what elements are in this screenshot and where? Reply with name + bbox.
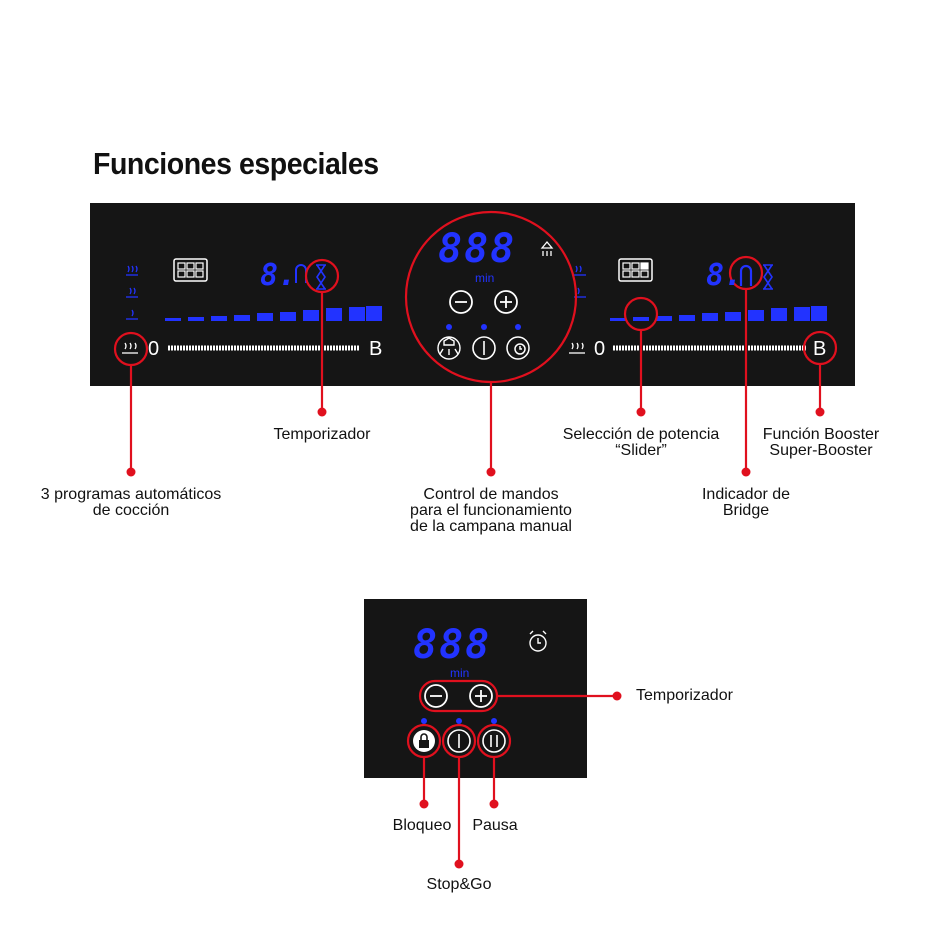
callout-line: “Slider” bbox=[615, 442, 667, 459]
callout-label-bottom-timer: Temporizador bbox=[636, 687, 733, 704]
callout-line: para el funcionamiento bbox=[410, 502, 572, 519]
callout-line: de cocción bbox=[92, 502, 170, 519]
hood-plus-button[interactable] bbox=[494, 290, 518, 314]
power-slider-left[interactable] bbox=[165, 306, 382, 321]
program-steam-icons[interactable] bbox=[126, 265, 138, 320]
right-scale-start: 0 bbox=[594, 338, 606, 360]
hood-time-display: 888 bbox=[438, 226, 517, 272]
callout-line: Indicador de bbox=[701, 486, 791, 503]
callout-dots-bottom bbox=[419, 691, 622, 869]
callout-markers-top bbox=[113, 210, 838, 470]
timer-control-panel bbox=[364, 599, 587, 778]
timer-plus-button[interactable] bbox=[469, 684, 493, 708]
lock-button[interactable] bbox=[413, 730, 435, 752]
callout-line: 3 programas automáticos bbox=[40, 486, 222, 503]
hood-fan-icon bbox=[540, 240, 554, 256]
callout-label-pause: Pausa bbox=[472, 817, 518, 834]
pause-button[interactable] bbox=[482, 729, 506, 753]
page-title: Funciones especiales bbox=[93, 146, 379, 181]
timer-minus-button[interactable] bbox=[424, 684, 448, 708]
callout-line: Bridge bbox=[722, 502, 770, 519]
hood-time-unit: min bbox=[475, 271, 495, 285]
alarm-clock-icon bbox=[529, 630, 547, 652]
callout-markers-bottom bbox=[406, 679, 615, 862]
program-pot-icon-right[interactable] bbox=[569, 342, 585, 354]
program-pot-icon[interactable] bbox=[122, 342, 138, 354]
left-scale-start: 0 bbox=[148, 338, 160, 360]
callout-line: Función Booster bbox=[762, 426, 880, 443]
hood-timer-button[interactable] bbox=[506, 336, 530, 360]
hood-indicator-dots bbox=[446, 324, 521, 330]
callout-line: Super-Booster bbox=[769, 442, 873, 459]
right-zone-digit: 8. bbox=[706, 258, 743, 293]
bottom-indicator-dots bbox=[421, 718, 497, 724]
timer-display: 888 bbox=[413, 622, 492, 668]
callout-dots-top bbox=[126, 407, 825, 477]
hood-lamp-icon[interactable] bbox=[437, 336, 461, 360]
callout-label-slider: Selección de potencia “Slider” bbox=[540, 427, 742, 459]
bridge-icon-left bbox=[295, 264, 307, 283]
hood-power-button[interactable] bbox=[472, 336, 496, 360]
left-scale-end[interactable]: B bbox=[369, 338, 383, 360]
callout-line: de la campana manual bbox=[410, 518, 572, 535]
power-slider-right[interactable] bbox=[610, 306, 827, 321]
booster-button[interactable]: B bbox=[813, 338, 827, 360]
callout-label-booster: Función Booster Super-Booster bbox=[752, 427, 890, 459]
callout-label-timer: Temporizador bbox=[273, 426, 371, 443]
bridge-icon-right bbox=[739, 264, 753, 286]
cooktop-control-panel bbox=[90, 203, 855, 386]
zone-grid-icon[interactable] bbox=[173, 258, 208, 282]
timer-unit: min bbox=[450, 666, 470, 680]
zone-grid-icon-right[interactable] bbox=[618, 258, 653, 282]
callout-line: Control de mandos bbox=[423, 486, 559, 503]
hood-minus-button[interactable] bbox=[449, 290, 473, 314]
hourglass-icon-right bbox=[763, 264, 773, 290]
callout-label-lock: Bloqueo bbox=[392, 817, 452, 834]
callout-label-hood-control: Control de mandos para el funcionamiento… bbox=[376, 487, 606, 535]
callout-label-bridge: Indicador de Bridge bbox=[671, 487, 821, 519]
callout-label-programs: 3 programas automáticos de cocción bbox=[6, 487, 256, 519]
callout-label-stopgo: Stop&Go bbox=[426, 876, 492, 893]
hourglass-icon-left bbox=[316, 264, 326, 290]
left-zone-digit: 8. bbox=[260, 258, 297, 293]
stopgo-button[interactable] bbox=[447, 729, 471, 753]
callout-line: Selección de potencia bbox=[562, 426, 720, 443]
